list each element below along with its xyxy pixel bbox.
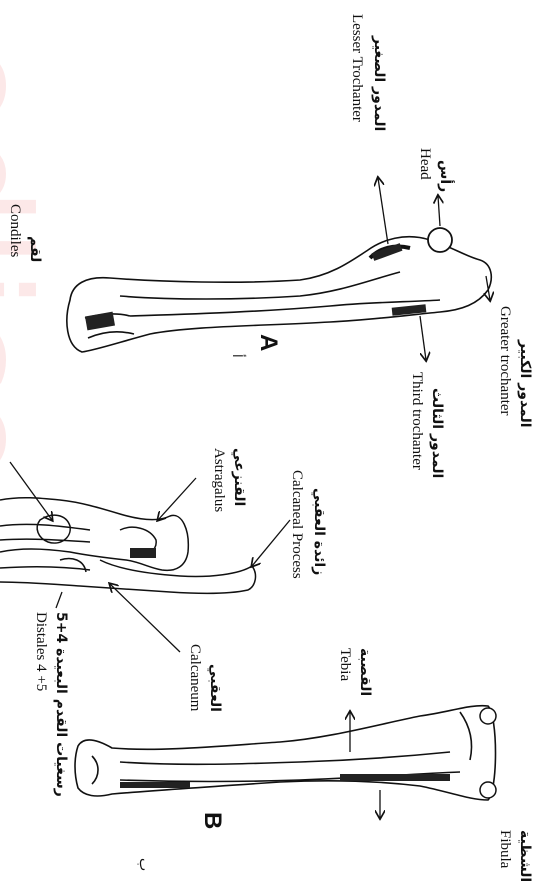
- label-condiles-ar: لقم: [28, 236, 42, 262]
- label-astragalus-ar: القنزعي: [232, 448, 246, 506]
- label-third-trochanter-ar: المدور الثالث: [430, 388, 444, 478]
- label-lesser-trochanter-en: Lesser Trochanter: [349, 14, 364, 122]
- arrow-lesser-trochanter: [378, 178, 388, 244]
- label-distales-ar: رسغيات القدم البعيدة 4+5: [54, 612, 68, 797]
- arrow-calcaneum: [110, 584, 180, 652]
- arrow-third-trochanter: [420, 316, 426, 360]
- label-calcaneal-process-ar: زائدة العقبي: [312, 488, 326, 575]
- label-fibula-en: Fibula: [497, 830, 512, 868]
- label-calcaneum-ar: العقبي: [208, 664, 222, 712]
- arrow-calcaneal-process: [252, 520, 290, 566]
- figure-b-arabic-letter: ب: [136, 858, 150, 871]
- arrow-head: [438, 196, 440, 226]
- arrow-tarsus-left: [10, 462, 52, 520]
- label-calcaneum-en: Calcaneum: [187, 644, 202, 711]
- label-calcaneal-process-en: Calcaneal Process: [289, 470, 304, 579]
- tibia-knob: [480, 708, 496, 724]
- label-head-en: Head: [417, 148, 432, 180]
- arrow-distales: [56, 592, 62, 608]
- figure-a-letter: A: [256, 334, 280, 351]
- label-distales-en: Distales 4 +5: [33, 612, 48, 691]
- label-head-ar: رأس: [438, 160, 452, 192]
- figure-a-arabic-letter: أ: [231, 354, 244, 358]
- label-tebia-en: Tebia: [337, 648, 352, 681]
- label-tebia-ar: القصبة: [358, 648, 372, 696]
- label-greater-trochanter-ar: المدور الكبير: [518, 340, 532, 428]
- tibia-shade-left: [120, 782, 190, 788]
- tarsus-shade: [130, 548, 156, 558]
- label-third-trochanter-en: Third trochanter: [409, 372, 424, 470]
- tibia-knob-2: [480, 782, 496, 798]
- label-greater-trochanter-en: Greater trochanter: [497, 306, 512, 416]
- label-astragalus-en: Astragalus: [211, 448, 226, 512]
- tibia-shade-right: [340, 774, 450, 781]
- femur-head: [428, 228, 452, 252]
- label-condiles-en: Condiles: [7, 204, 22, 257]
- arrow-astragalus: [158, 478, 196, 520]
- label-lesser-trochanter-ar: المدور الصغير: [372, 36, 386, 131]
- femur-condyle-shade: [85, 312, 115, 331]
- figure-b-letter: B: [200, 812, 224, 829]
- label-fibula-ar: الشظية: [518, 830, 532, 882]
